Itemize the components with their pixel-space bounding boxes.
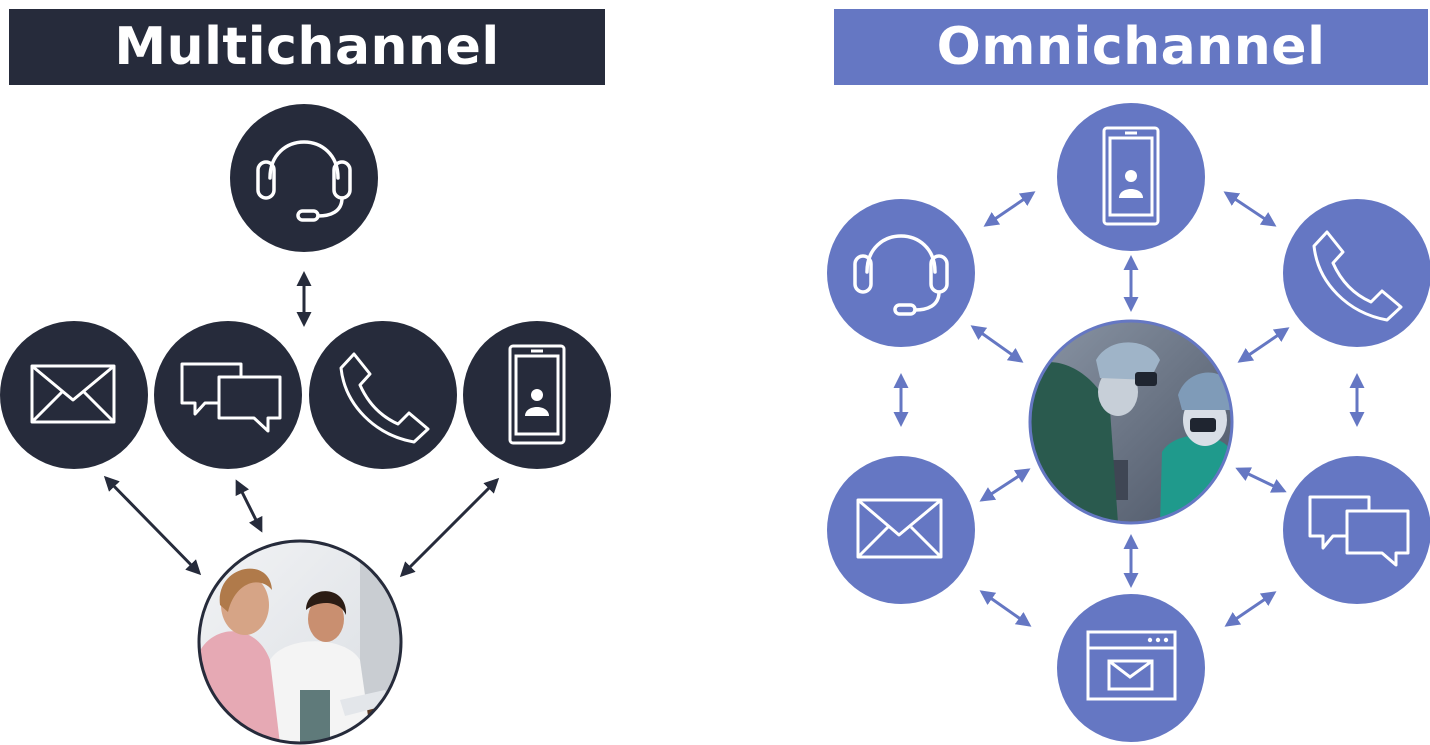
arrow-envelope-center bbox=[979, 468, 1031, 502]
multi-headset-node bbox=[230, 104, 378, 252]
chat-bubbles-icon bbox=[180, 362, 282, 433]
envelope-icon bbox=[856, 498, 943, 559]
omnichannel-title-banner: Omnichannel bbox=[834, 9, 1428, 85]
omni-headset-node bbox=[827, 199, 975, 347]
mobile-phone-icon bbox=[1102, 126, 1160, 226]
doctor-patient-consultation-photo bbox=[197, 539, 403, 745]
arrow-mobile-phone bbox=[1223, 191, 1277, 227]
multi-envelope-node bbox=[0, 321, 148, 469]
arrow-chat-to-photo bbox=[235, 479, 263, 533]
surgeons-operating-photo bbox=[1028, 319, 1234, 525]
omni-webmail-node bbox=[1057, 594, 1205, 742]
multichannel-diagram bbox=[0, 104, 611, 745]
headset-icon bbox=[853, 234, 949, 316]
arrow-mobile-to-photo bbox=[399, 477, 500, 578]
multichannel-title-banner: Multichannel bbox=[9, 9, 605, 85]
omni-envelope-node bbox=[827, 456, 975, 604]
omnichannel-title: Omnichannel bbox=[936, 17, 1326, 77]
chat-bubbles-icon bbox=[1308, 495, 1410, 567]
multichannel-title: Multichannel bbox=[114, 17, 500, 77]
arrow-headset-mobile bbox=[983, 191, 1036, 227]
arrow-envelope-to-photo bbox=[103, 475, 202, 576]
multi-phone-node bbox=[309, 321, 457, 469]
arrow-headset-center bbox=[970, 325, 1024, 363]
phone-handset-icon bbox=[1312, 230, 1403, 322]
headset-icon bbox=[256, 140, 352, 222]
arrow-chat-webmail bbox=[1224, 591, 1277, 627]
arrow-chat-center bbox=[1235, 467, 1287, 493]
multi-chat-node bbox=[154, 321, 302, 469]
envelope-icon bbox=[30, 364, 116, 424]
mobile-phone-icon bbox=[508, 344, 566, 445]
multichannel-arrows bbox=[103, 271, 500, 578]
omni-phone-node bbox=[1283, 199, 1430, 347]
arrow-envelope-webmail bbox=[979, 590, 1032, 627]
omnichannel-arrows bbox=[893, 191, 1365, 627]
omni-mobile-node bbox=[1057, 103, 1205, 251]
arrow-phone-center bbox=[1237, 327, 1290, 363]
web-mail-icon bbox=[1086, 630, 1177, 701]
omni-chat-node bbox=[1283, 456, 1430, 604]
omnichannel-diagram bbox=[827, 103, 1430, 742]
phone-handset-icon bbox=[339, 352, 430, 444]
multi-mobile-node bbox=[463, 321, 611, 469]
